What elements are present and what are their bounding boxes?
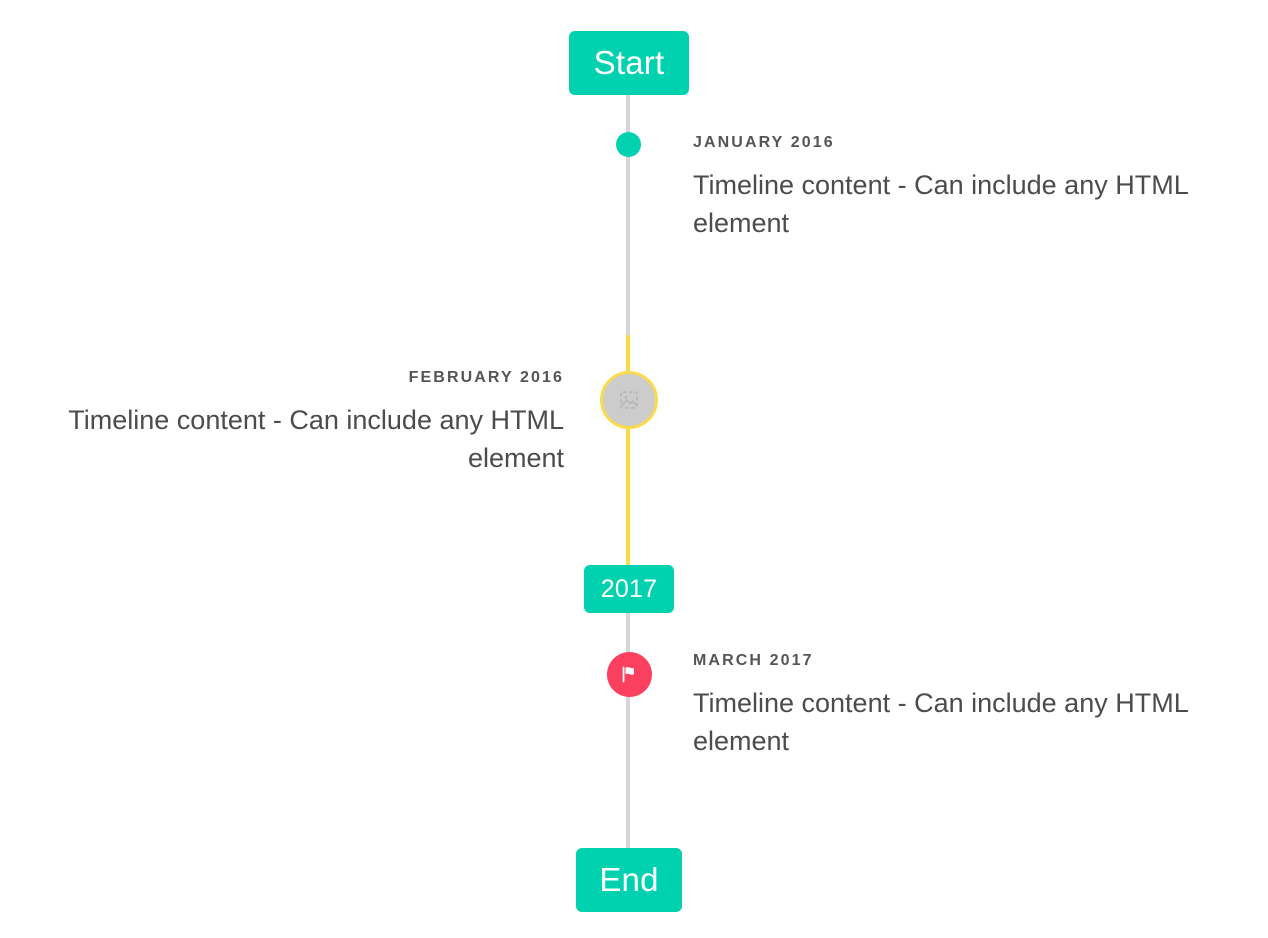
timeline-start-badge-label: Start [593, 44, 665, 81]
timeline-line-segment-highlighted [626, 335, 630, 565]
timeline-entry-body: Timeline content - Can include any HTML … [68, 404, 564, 473]
timeline-year-badge[interactable]: 2017 [584, 565, 674, 613]
timeline-marker-march[interactable] [607, 652, 652, 697]
timeline-entry-date: FEBRUARY 2016 [408, 369, 564, 386]
timeline-entry-body: Timeline content - Can include any HTML … [693, 687, 1188, 756]
timeline-marker-january[interactable] [616, 132, 641, 157]
flag-icon [622, 666, 634, 683]
timeline-entry-february: FEBRUARY 2016 Timeline content - Can inc… [34, 369, 564, 477]
timeline-entry-march: MARCH 2017 Timeline content - Can includ… [693, 652, 1223, 760]
timeline-line-segment-bottom [626, 613, 630, 852]
timeline-marker-february[interactable] [600, 371, 658, 429]
broken-image-icon [620, 391, 638, 409]
timeline-entry-date: MARCH 2017 [693, 652, 814, 669]
timeline-end-badge-label: End [599, 861, 659, 898]
timeline-year-badge-label: 2017 [600, 574, 658, 603]
timeline-entry-date: JANUARY 2016 [693, 134, 835, 151]
timeline-line-segment-top [626, 95, 630, 335]
timeline-entry-body: Timeline content - Can include any HTML … [693, 169, 1188, 238]
timeline-end-badge[interactable]: End [576, 848, 682, 912]
timeline-start-badge[interactable]: Start [569, 31, 689, 95]
timeline-entry-january: JANUARY 2016 Timeline content - Can incl… [693, 134, 1223, 242]
